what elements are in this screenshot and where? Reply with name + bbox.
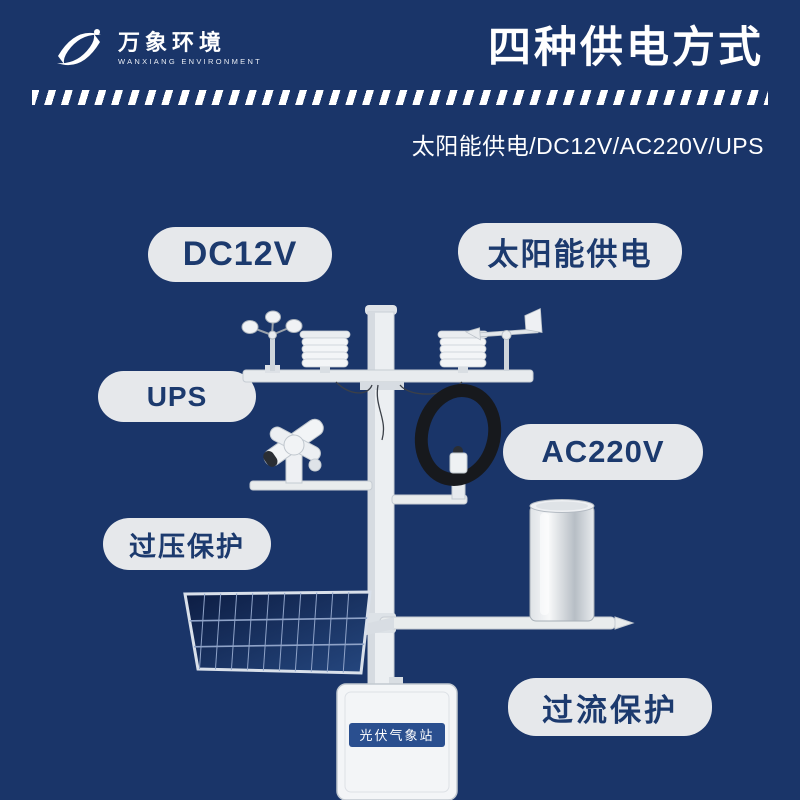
radiation-shield-left-icon [299,330,351,373]
label-pill-ups: UPS [98,371,256,422]
solar-panel [183,590,394,675]
anemometer [241,310,303,373]
brand-text-block: 万象环境 WANXIANG ENVIRONMENT [118,32,262,66]
rain-gauge [529,499,595,622]
label-pill-overcurrent: 过流保护 [508,678,712,736]
hatch-divider [32,90,768,105]
label-pill-ac220v: AC220V [503,424,703,480]
label-pill-dc12v: DC12V [148,227,332,282]
power-modes-subtitle: 太阳能供电/DC12V/AC220V/UPS [411,133,764,159]
sun-photometer [249,418,373,491]
brand-swoosh-icon [57,29,101,66]
control-box: 光伏气象站 [336,677,458,800]
wind-vane [464,307,543,371]
control-box-label: 光伏气象站 [359,728,434,743]
brand-name-cn: 万象环境 [118,30,227,56]
label-pill-solar: 太阳能供电 [458,223,682,280]
page-title: 四种供电方式 [488,24,764,72]
sunshine-ring-sensor [391,384,502,505]
weather-station-illustration: 光伏气象站 [183,305,635,800]
top-crossarm [242,369,534,390]
brand-name-en: WANXIANG ENVIRONMENT [118,57,263,67]
label-pill-overvoltage: 过压保护 [103,518,271,570]
brand-logo: 万象环境 WANXIANG ENVIRONMENT [50,20,262,78]
